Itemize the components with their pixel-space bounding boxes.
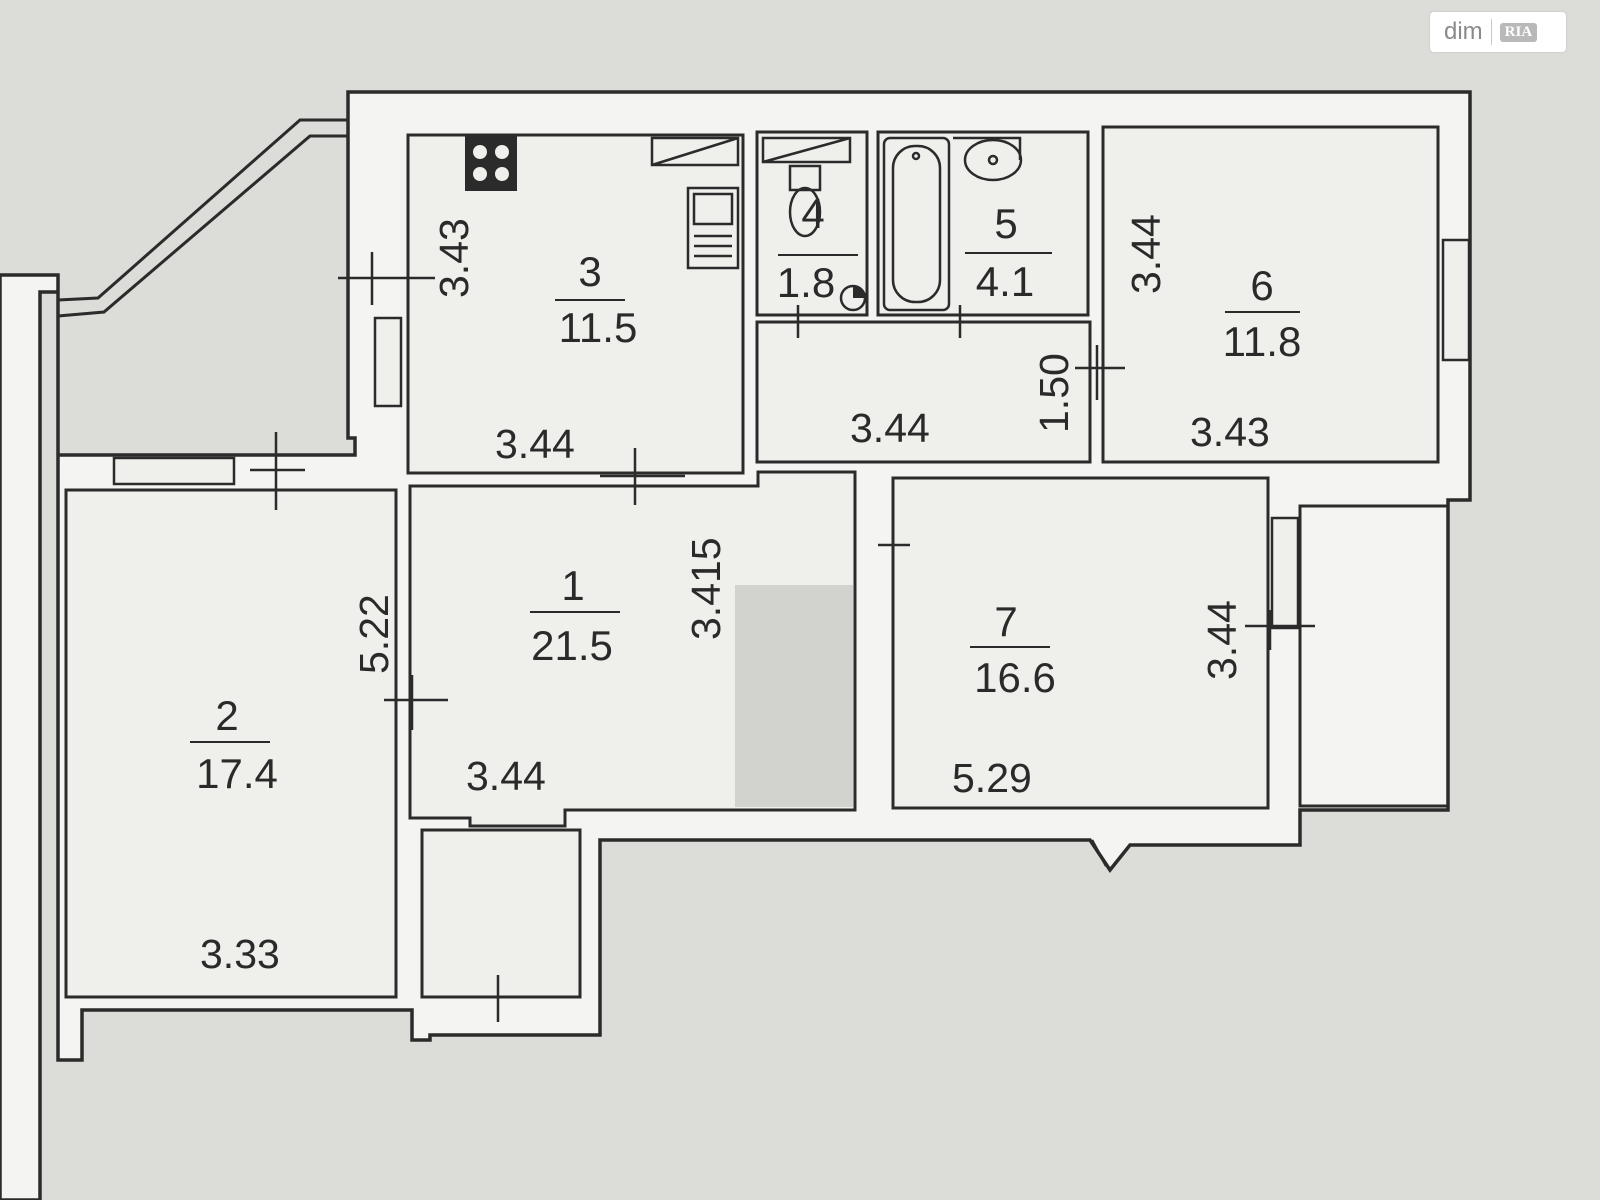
dimension-labels: 3.43 3.44 3.44 1.50 3.44 3.43 3.415 5.22… bbox=[200, 214, 1270, 977]
room-7-number: 7 bbox=[994, 598, 1017, 645]
room-7-area: 16.6 bbox=[974, 654, 1056, 701]
stove-icon bbox=[465, 136, 517, 191]
room-5-number: 5 bbox=[994, 200, 1017, 247]
dim-corridor-height: 1.50 bbox=[1031, 353, 1077, 433]
dim-kitchen-height: 3.43 bbox=[431, 218, 477, 298]
redacted-area bbox=[735, 585, 853, 807]
balcony-right bbox=[1298, 504, 1450, 808]
bathtub-icon bbox=[882, 136, 951, 312]
dim-room6-width: 3.43 bbox=[1190, 409, 1270, 455]
dim-hall-length: 3.415 bbox=[683, 537, 729, 640]
dim-room2-height: 5.22 bbox=[351, 594, 397, 674]
room-2-number: 2 bbox=[215, 692, 238, 739]
room-1-area: 21.5 bbox=[531, 622, 613, 669]
door-marks bbox=[250, 252, 1315, 1022]
floor-drain-icon bbox=[839, 284, 867, 312]
logo-separator bbox=[1490, 19, 1492, 45]
entry-vestibule bbox=[420, 828, 582, 999]
room-3-area: 11.5 bbox=[559, 304, 638, 351]
room-6-number: 6 bbox=[1250, 262, 1273, 309]
room-3-number: 3 bbox=[578, 248, 601, 295]
toilet-icon bbox=[761, 136, 852, 238]
room-1-number: 1 bbox=[561, 562, 584, 609]
room-2 bbox=[64, 488, 398, 999]
counter-icon bbox=[650, 136, 740, 167]
room-2-area: 17.4 bbox=[196, 750, 278, 797]
dim-corridor-width: 3.44 bbox=[850, 405, 930, 451]
dim-room7-width: 5.29 bbox=[952, 755, 1032, 801]
logo-ria-text: RIA bbox=[1499, 22, 1538, 42]
corridor bbox=[755, 320, 1092, 464]
washbasin-icon bbox=[953, 136, 1023, 182]
dim-room6-height: 3.44 bbox=[1123, 214, 1169, 294]
room-labels: 3 11.5 4 1.8 5 4.1 6 11.8 1 21.5 2 17.4 … bbox=[190, 190, 1301, 797]
room-6-area: 11.8 bbox=[1223, 318, 1302, 365]
dim-hall-width: 3.44 bbox=[466, 753, 546, 799]
room-6 bbox=[1101, 125, 1440, 464]
room-7 bbox=[891, 476, 1270, 810]
dim-room7-height: 3.44 bbox=[1199, 600, 1245, 680]
dim-room2-width: 3.33 bbox=[200, 931, 280, 977]
balcony-left bbox=[57, 118, 348, 318]
room-5-area: 4.1 bbox=[976, 258, 1034, 305]
dim-kitchen-width: 3.44 bbox=[495, 421, 575, 467]
windows bbox=[112, 238, 1471, 630]
room-4-area: 1.8 bbox=[777, 259, 835, 306]
room-5-bathroom bbox=[876, 130, 1090, 317]
room-4-number: 4 bbox=[801, 190, 824, 237]
logo-dim-text: dim bbox=[1444, 18, 1483, 45]
dimria-logo: dim RIA bbox=[1430, 12, 1566, 52]
sink-icon bbox=[686, 186, 740, 270]
